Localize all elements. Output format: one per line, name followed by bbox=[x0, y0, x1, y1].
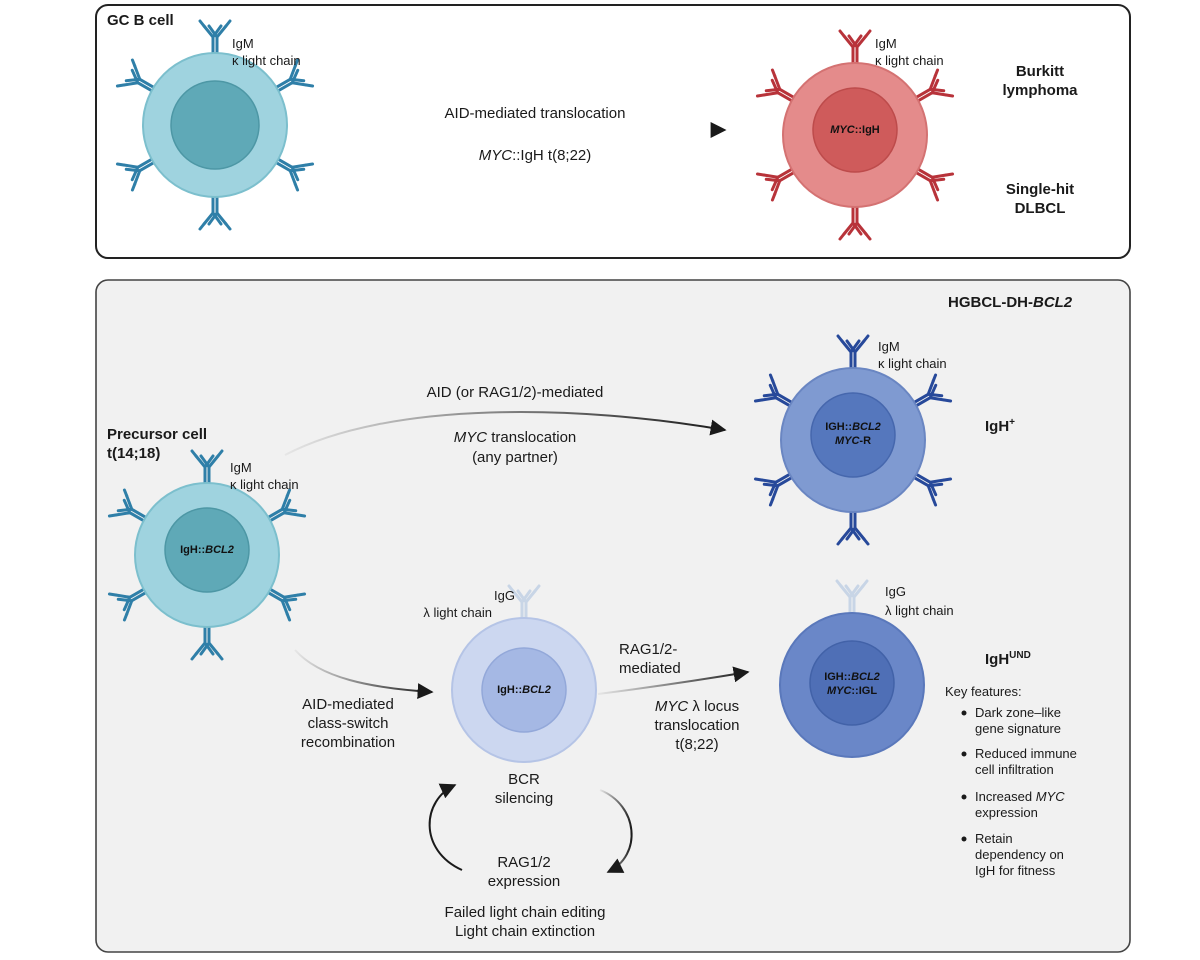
ab-ighplus-antibody-4 bbox=[753, 472, 794, 507]
ab-precursor-antibody-3 bbox=[190, 625, 224, 661]
aid-translocation-label: AID-mediated translocation bbox=[444, 105, 626, 122]
rag-arrow-label-top: RAG1/2-mediated bbox=[619, 641, 681, 677]
igh-plus-label: IgH+ bbox=[985, 417, 1016, 435]
upper-arrow-label-2: MYC translocation bbox=[453, 429, 577, 446]
ab-ighplus-antibody-1 bbox=[912, 373, 953, 408]
silenced-nucleus-label: IgH::BCL2 bbox=[497, 684, 551, 696]
precursor-light-chain: κ light chain bbox=[230, 477, 299, 492]
bottom-panel-title: HGBCL-DH-BCL2 bbox=[948, 294, 1073, 311]
ab-precursor-antibody-1 bbox=[266, 488, 307, 523]
myc-igh-translocation-label: MYC::IgH t(8;22) bbox=[478, 147, 592, 164]
precursor-heavy-chain: IgM bbox=[230, 460, 252, 475]
ab-precursor-antibody-5 bbox=[107, 488, 148, 523]
ab-top-right-antibody-3 bbox=[838, 205, 872, 241]
ab-top-right-antibody-5 bbox=[755, 68, 796, 103]
top-panel-title: GC B cell bbox=[107, 12, 174, 29]
silenced-cell-nucleus bbox=[481, 647, 567, 733]
ab-top-left-antibody-4 bbox=[115, 157, 156, 192]
antibodies-igh-plus bbox=[753, 334, 953, 546]
precursor-nucleus-label: IgH::BCL2 bbox=[180, 544, 234, 556]
igh-plus-cell-nucleus bbox=[810, 392, 896, 478]
ab-precursor-antibody-2 bbox=[266, 587, 307, 622]
ab-precursor-antibody-0 bbox=[190, 449, 224, 485]
arrow-rag-translocation bbox=[597, 666, 750, 695]
burkitt-nucleus-label: MYC::IgH bbox=[830, 124, 880, 136]
antibodies-precursor bbox=[107, 449, 307, 661]
arrow-class-switch bbox=[294, 649, 434, 700]
silenced-light-chain: λ light chain bbox=[423, 605, 492, 620]
ab-top-left-antibody-5 bbox=[115, 58, 156, 93]
ab-silenced-antibody-0 bbox=[507, 584, 541, 620]
ab-top-left-antibody-3 bbox=[198, 195, 232, 231]
ab-ighplus-antibody-5 bbox=[753, 373, 794, 408]
antibody-und-faded bbox=[835, 579, 869, 615]
arrow-loop-right bbox=[599, 789, 633, 873]
igh-und-heavy-chain: IgG bbox=[885, 584, 906, 599]
igh-und-cell-nucleus bbox=[809, 640, 895, 726]
ab-top-right-antibody-0 bbox=[838, 29, 872, 65]
ab-top-right-antibody-2 bbox=[914, 167, 955, 202]
burkitt-cell-nucleus bbox=[812, 87, 898, 173]
silenced-heavy-chain: IgG bbox=[494, 588, 515, 603]
ab-precursor-antibody-4 bbox=[107, 587, 148, 622]
burkitt-cell-light-chain: κ light chain bbox=[875, 53, 944, 68]
antibody-silenced-faded bbox=[507, 584, 541, 620]
igh-und-light-chain: λ light chain bbox=[885, 603, 954, 618]
antibodies-top-right bbox=[755, 29, 955, 241]
feature-bullets bbox=[961, 710, 967, 842]
igh-plus-heavy-chain: IgM bbox=[878, 339, 900, 354]
ab-ighplus-antibody-2 bbox=[912, 472, 953, 507]
gc-cell-heavy-chain: IgM bbox=[232, 36, 254, 51]
igh-und-label: IgHUND bbox=[985, 650, 1031, 668]
ab-top-right-antibody-1 bbox=[914, 68, 955, 103]
upper-arrow-label-3: (any partner) bbox=[472, 449, 558, 466]
ab-und-antibody-0 bbox=[835, 579, 869, 615]
arrow-upper-myc-translocation bbox=[284, 411, 727, 456]
burkitt-cell-heavy-chain: IgM bbox=[875, 36, 897, 51]
precursor-cell-nucleus bbox=[164, 507, 250, 593]
key-features-heading: Key features: bbox=[945, 684, 1022, 699]
ab-top-right-antibody-4 bbox=[755, 167, 796, 202]
upper-arrow-label-1: AID (or RAG1/2)-mediated bbox=[426, 384, 604, 401]
ab-top-left-antibody-1 bbox=[274, 58, 315, 93]
gc-b-cell-nucleus bbox=[170, 80, 260, 170]
ab-ighplus-antibody-0 bbox=[836, 334, 870, 370]
ab-top-left-antibody-0 bbox=[198, 19, 232, 55]
antibodies-top-left bbox=[115, 19, 315, 231]
gc-cell-light-chain: κ light chain bbox=[232, 53, 301, 68]
ab-ighplus-antibody-3 bbox=[836, 510, 870, 546]
igh-plus-light-chain: κ light chain bbox=[878, 356, 947, 371]
ab-top-left-antibody-2 bbox=[274, 157, 315, 192]
arrow-loop-left bbox=[428, 783, 463, 871]
